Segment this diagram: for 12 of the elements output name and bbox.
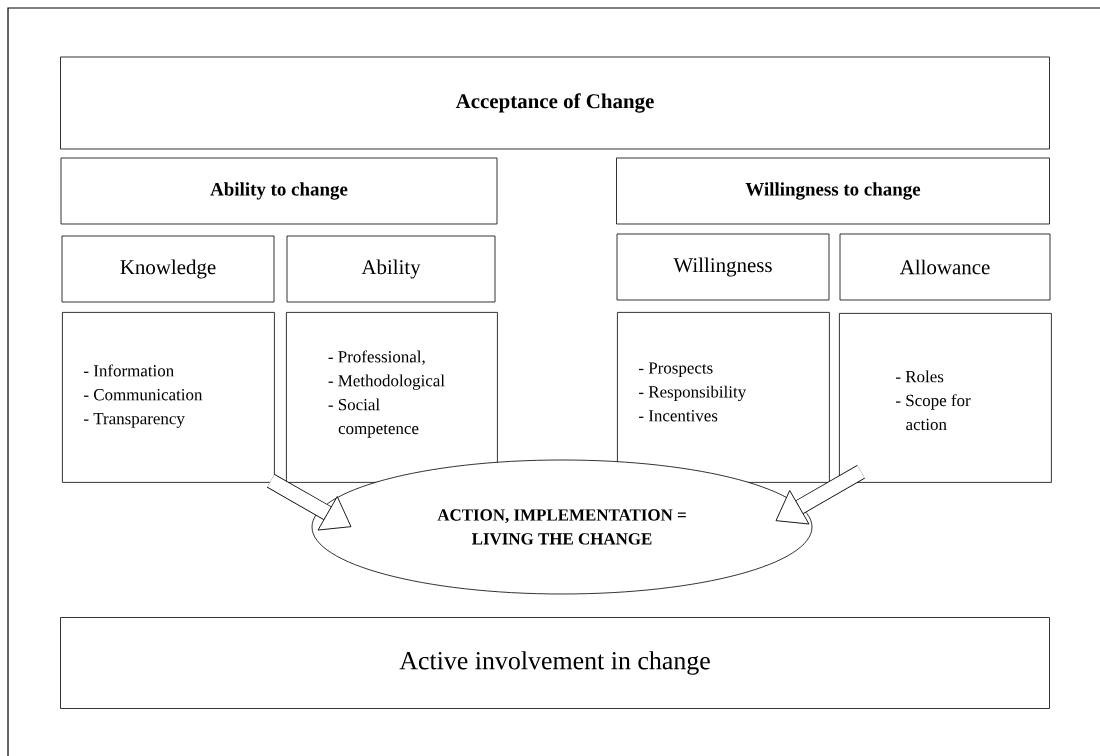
block-arrow <box>775 465 865 525</box>
label-box: Ability <box>286 235 496 303</box>
label-box: Active involvement in change <box>60 617 1050 709</box>
label-box: Willingness <box>616 233 830 301</box>
label-box: Ability to change <box>60 157 498 225</box>
list-box: - Roles - Scope for action <box>839 313 1052 483</box>
block-arrow <box>266 474 352 531</box>
label-box: Acceptance of Change <box>60 56 1050 150</box>
label-box: Willingness to change <box>616 157 1050 225</box>
label-box: Allowance <box>839 233 1051 301</box>
label-box: Knowledge <box>61 235 275 303</box>
list-box: - Information - Communication - Transparency <box>62 312 275 483</box>
